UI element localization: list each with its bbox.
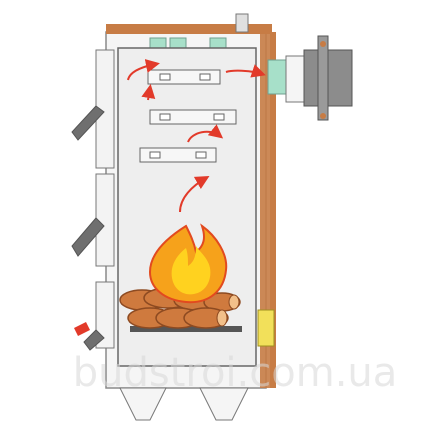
fire-icon bbox=[148, 223, 228, 304]
side-insulation bbox=[260, 24, 270, 388]
door-handle bbox=[71, 105, 105, 141]
baffle bbox=[149, 109, 237, 125]
arrow-icon bbox=[127, 59, 160, 81]
flue-collar bbox=[267, 59, 287, 95]
baffle bbox=[139, 147, 217, 163]
vent-box bbox=[209, 37, 227, 49]
controller bbox=[257, 309, 275, 347]
damper-shaft bbox=[317, 35, 329, 121]
damper-bolt bbox=[320, 113, 326, 119]
arrow-icon bbox=[225, 64, 266, 78]
flue-pipe bbox=[285, 55, 307, 103]
vent-box bbox=[149, 37, 167, 49]
air-valve bbox=[74, 322, 90, 336]
top-insulation bbox=[106, 24, 272, 34]
vent-box bbox=[169, 37, 187, 49]
flow-arrows bbox=[127, 59, 266, 213]
ash-door bbox=[95, 281, 115, 349]
door-handle bbox=[83, 329, 105, 351]
baffle bbox=[147, 69, 221, 85]
leg bbox=[199, 387, 249, 421]
damper-bolt bbox=[320, 41, 326, 47]
arrow-icon bbox=[141, 84, 156, 101]
leg bbox=[119, 387, 167, 421]
log bbox=[183, 307, 229, 329]
arrow-icon bbox=[179, 176, 210, 213]
door-handle bbox=[71, 217, 105, 257]
arrow-icon bbox=[187, 124, 224, 143]
log bbox=[203, 292, 241, 312]
rear-insulation bbox=[270, 32, 276, 388]
chimney-stub bbox=[235, 13, 249, 33]
grate bbox=[130, 326, 242, 332]
